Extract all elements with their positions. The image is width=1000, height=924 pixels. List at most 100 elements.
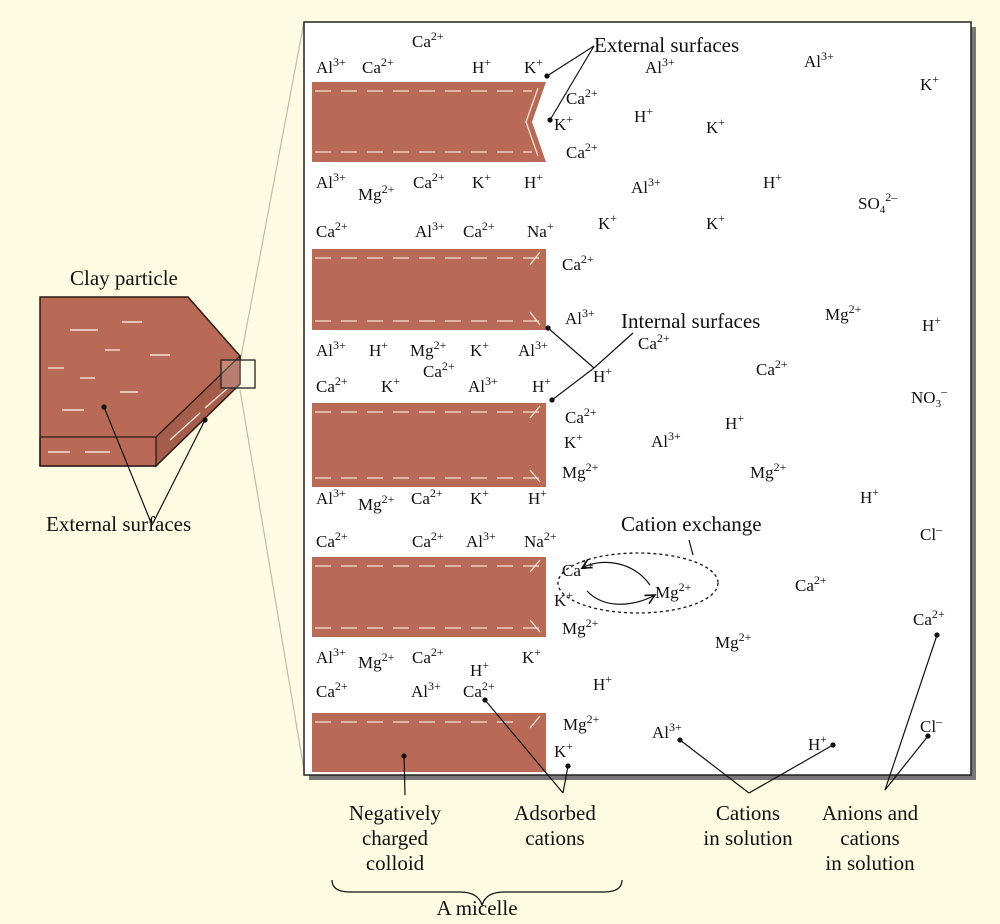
ion-label: H+ — [593, 364, 612, 386]
ion-label: Al3+ — [316, 486, 346, 508]
ion-label: H+ — [470, 658, 489, 680]
ion-label: SO42– — [858, 190, 898, 216]
ion-label: K+ — [381, 374, 400, 396]
ion-label: Ca2+ — [463, 219, 495, 241]
cations-solution-line-1: Cations — [716, 801, 780, 825]
ion-label: Mg2+ — [562, 460, 599, 482]
ion-label: Cl– — [920, 522, 943, 544]
anions-cations-line-1: Anions and — [822, 801, 919, 825]
ion-label: Al3+ — [651, 429, 681, 451]
ion-label: Ca2+ — [913, 607, 945, 629]
clay-particle — [39, 296, 256, 468]
ion-label: K+ — [470, 338, 489, 360]
ion-label: Ca2+ — [362, 55, 394, 77]
zoom-window — [220, 359, 256, 389]
ion-label: K+ — [564, 430, 583, 452]
ion-label: Mg2+ — [562, 616, 599, 638]
ion-label: Mg2+ — [358, 182, 395, 204]
external-surfaces-top-label: External surfaces — [594, 33, 739, 57]
ion-label: Ca2+ — [463, 679, 495, 701]
ion-label: K+ — [598, 211, 617, 233]
ion-label: H+ — [634, 104, 653, 126]
ion-label: H+ — [472, 55, 491, 77]
cation-exchange-label: Cation exchange — [621, 512, 762, 536]
anions-cations-line-2: cations — [840, 826, 899, 850]
ion-label: H+ — [763, 170, 782, 192]
ion-label: Mg2+ — [563, 712, 600, 734]
ion-label: Ca2+ — [411, 486, 443, 508]
zoom-line-bottom — [239, 389, 305, 771]
ion-label: H+ — [922, 313, 941, 335]
ion-label: Ca2+ — [566, 86, 598, 108]
exchange-arrow-top — [582, 562, 651, 586]
ion-label: Mg2+ — [358, 492, 395, 514]
neg-colloid-line-1: Negatively — [349, 801, 442, 825]
ion-label: K+ — [706, 211, 725, 233]
ion-label: Ca2+ — [795, 573, 827, 595]
ion-label: Ca2+ — [412, 645, 444, 667]
ion-label: Mg2+ — [825, 302, 862, 324]
ion-label: Ca2+ — [756, 357, 788, 379]
ion-label: Na2+ — [524, 529, 557, 551]
ion-label: Mg2+ — [358, 650, 395, 672]
ion-label: H+ — [369, 338, 388, 360]
ions-layer: Ca2+Al3+Ca2+H+K+Al3+Al3+K+Ca2+K+H+K+Ca2+… — [316, 29, 948, 761]
ion-label: Ca2+ — [562, 558, 594, 580]
ion-label: Al3+ — [316, 55, 346, 77]
ion-label: Ca2+ — [316, 529, 348, 551]
ion-label: K+ — [920, 72, 939, 94]
ion-label: H+ — [593, 672, 612, 694]
adsorbed-cations-line-1: Adsorbed — [514, 801, 596, 825]
ion-label: H+ — [528, 486, 547, 508]
ion-label: K+ — [524, 55, 543, 77]
ion-label: Al3+ — [645, 55, 675, 77]
ion-label: Ca2+ — [638, 331, 670, 353]
ion-label: H+ — [725, 411, 744, 433]
exchange-arrow-bottom — [586, 590, 655, 605]
ion-label: Mg2+ — [750, 460, 787, 482]
external-surfaces-left-label: External surfaces — [46, 512, 191, 536]
ion-label: Ca2+ — [412, 29, 444, 51]
ion-label: Al3+ — [565, 306, 595, 328]
ion-label: Ca2+ — [412, 529, 444, 551]
ion-label: Al3+ — [316, 170, 346, 192]
ion-label: K+ — [554, 739, 573, 761]
ion-label: Ca2+ — [316, 679, 348, 701]
ion-label: Al3+ — [652, 720, 682, 742]
clay-surface-marks — [48, 321, 229, 453]
internal-surfaces-label: Internal surfaces — [621, 309, 760, 333]
ion-label: Cl– — [920, 714, 943, 736]
ion-label: Mg2+ — [655, 580, 692, 602]
ion-label: Ca2+ — [316, 374, 348, 396]
adsorbed-cations-line-2: cations — [525, 826, 584, 850]
ion-label: NO3– — [911, 384, 948, 410]
ion-label: H+ — [808, 732, 827, 754]
ion-label: K+ — [472, 170, 491, 192]
ion-label: H+ — [524, 170, 543, 192]
ion-label: H+ — [860, 485, 879, 507]
ion-label: Al3+ — [468, 374, 498, 396]
ion-label: K+ — [522, 645, 541, 667]
ion-label: Al3+ — [631, 175, 661, 197]
ion-label: K+ — [706, 115, 725, 137]
ion-label: Ca2+ — [566, 140, 598, 162]
ion-label: K+ — [554, 112, 573, 134]
ion-label: Ca2+ — [423, 359, 455, 381]
ion-label: Al3+ — [466, 529, 496, 551]
ion-label: Al3+ — [316, 645, 346, 667]
ion-label: Ca2+ — [413, 170, 445, 192]
ion-label: Na+ — [527, 219, 554, 241]
pointer-lines — [101, 45, 940, 796]
ion-label: Al3+ — [415, 219, 445, 241]
layer-dash-lines — [315, 87, 541, 729]
exchange-ellipse — [557, 552, 719, 614]
ion-label: K+ — [470, 486, 489, 508]
neg-colloid-line-3: colloid — [366, 851, 425, 875]
ion-label: Al3+ — [411, 679, 441, 701]
micelle-caption: A micelle — [436, 896, 517, 919]
ion-label: Ca2+ — [565, 405, 597, 427]
ion-label: H+ — [532, 374, 551, 396]
ion-label: Ca2+ — [562, 252, 594, 274]
